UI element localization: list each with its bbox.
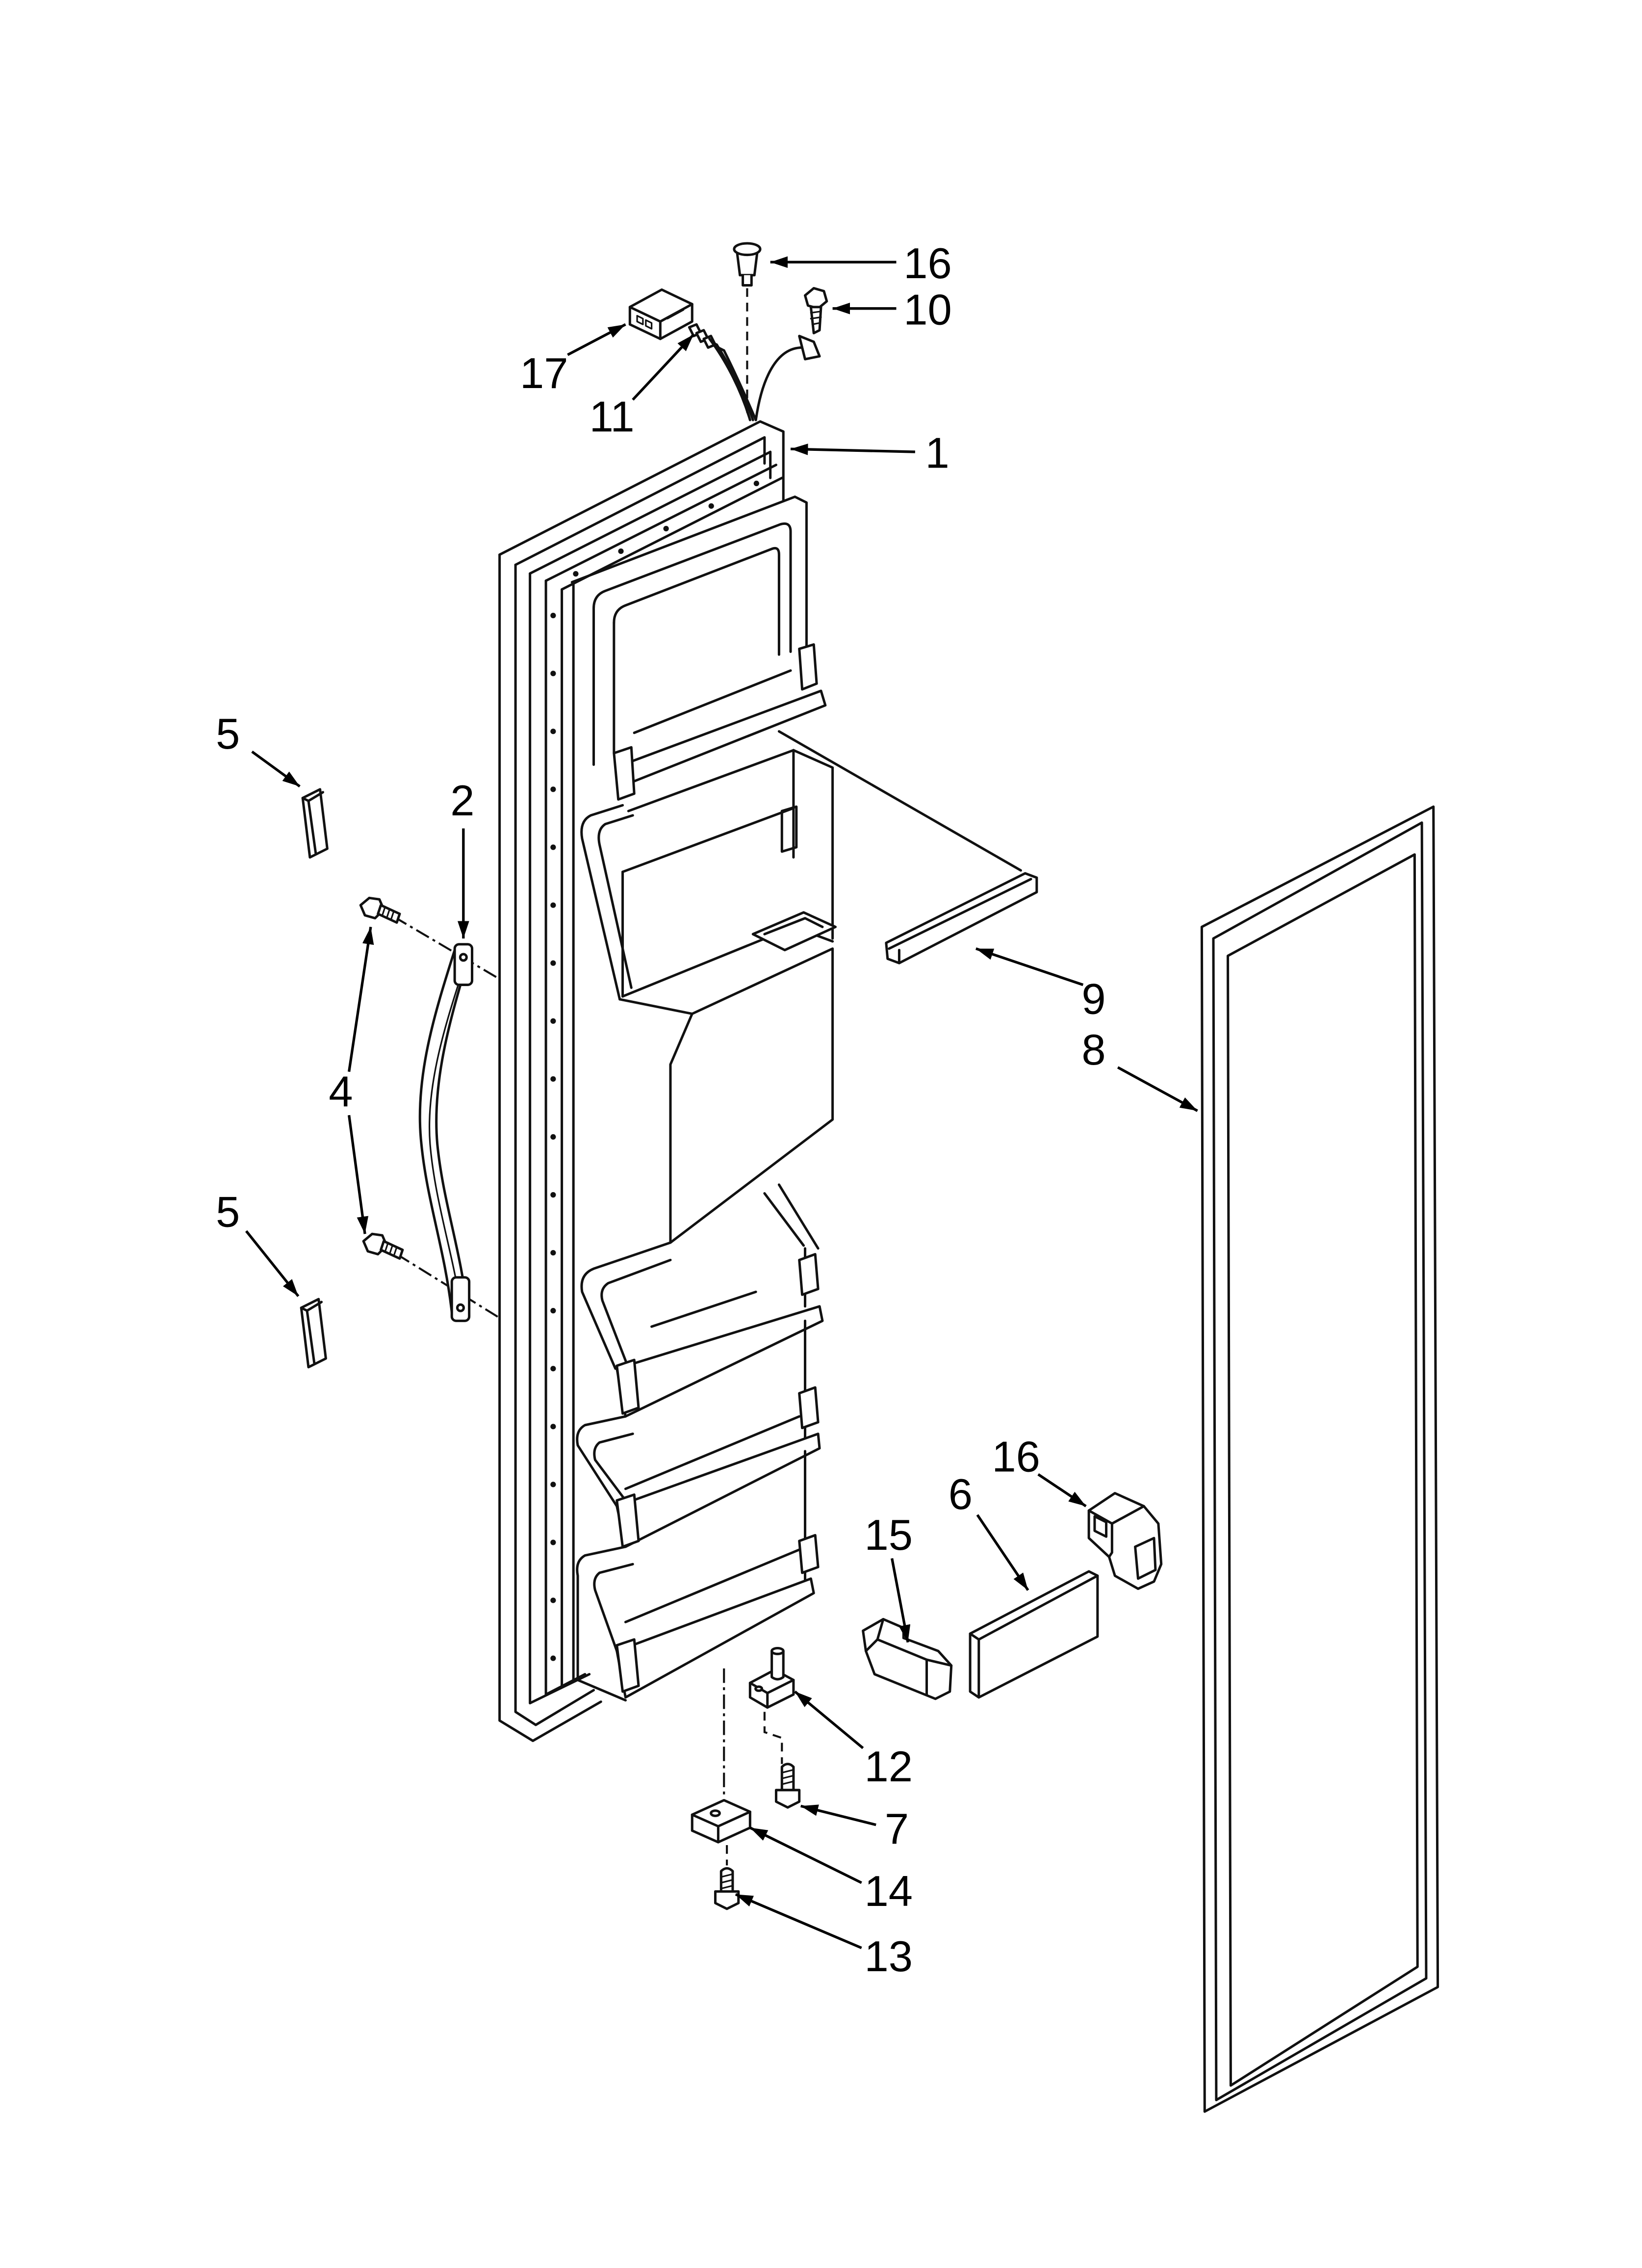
callout-16-lower: 16 — [992, 1432, 1040, 1481]
leader-arrow-5-lower — [245, 1230, 300, 1297]
callout-5-lower: 5 — [216, 1187, 240, 1236]
hinge-plate — [969, 1570, 1099, 1699]
callout-2: 2 — [450, 776, 474, 825]
leader-arrow-5-upper — [251, 750, 301, 788]
callout-10: 10 — [903, 285, 951, 334]
light-socket-plug — [733, 242, 762, 287]
screw-alignment-line-upper — [393, 915, 500, 980]
dispenser-trim-strip — [885, 872, 1038, 965]
hinge-screw — [774, 1763, 801, 1809]
leader-arrow-6 — [976, 1514, 1029, 1591]
hinge-bracket — [691, 1799, 751, 1844]
callout-17: 17 — [520, 349, 568, 397]
handle-end-cap-upper — [301, 788, 329, 859]
callout-13: 13 — [865, 1932, 913, 1981]
leader-arrow-15 — [891, 1558, 911, 1643]
callout-9: 9 — [1081, 974, 1105, 1023]
callout-7: 7 — [885, 1804, 909, 1853]
hinge-pin — [748, 1646, 795, 1709]
leader-arrow-8 — [1117, 1066, 1198, 1112]
ground-screw — [804, 287, 828, 335]
handle-screw-lower — [362, 1232, 404, 1260]
callout-1: 1 — [925, 429, 949, 477]
hinge-screw-alignment-line — [763, 1712, 783, 1764]
leader-arrow-12 — [794, 1691, 864, 1749]
hinge-cover-lower — [862, 1617, 953, 1700]
leader-arrow-16-lower — [1037, 1473, 1087, 1508]
leader-arrow-4-lower — [347, 1115, 369, 1234]
leader-arrow-17 — [567, 323, 626, 356]
leader-arrow-14 — [749, 1826, 862, 1884]
callout-labels: 16 10 17 11 1 5 2 4 5 9 8 16 6 15 12 7 1… — [216, 239, 1106, 1981]
leader-arrow-9 — [975, 947, 1084, 986]
callout-14: 14 — [865, 1867, 913, 1915]
leader-arrow-4-upper — [347, 926, 374, 1072]
handle-screw-upper — [359, 896, 401, 924]
callout-15: 15 — [865, 1511, 913, 1559]
wire-harness — [688, 323, 821, 421]
callout-16-top: 16 — [903, 239, 951, 287]
callout-8: 8 — [1081, 1025, 1105, 1074]
hinge-cover-upper — [1087, 1492, 1163, 1590]
callout-6: 6 — [949, 1470, 973, 1518]
callout-5-upper: 5 — [216, 709, 240, 758]
bracket-screw — [714, 1867, 740, 1910]
leader-arrow-7 — [800, 1804, 876, 1826]
callout-12: 12 — [865, 1742, 913, 1791]
door-gasket — [1200, 805, 1439, 2113]
trim-guide-line — [777, 730, 1022, 872]
door-handle — [418, 943, 474, 1322]
callout-11: 11 — [590, 392, 635, 441]
leader-arrow-11 — [632, 334, 695, 401]
flange-holes — [550, 480, 759, 1661]
leader-arrow-1 — [790, 443, 915, 455]
leader-arrows — [245, 256, 1198, 1950]
leader-arrow-13 — [735, 1893, 862, 1950]
door-panel — [498, 420, 837, 1742]
callout-4: 4 — [329, 1067, 353, 1116]
wire-connector — [628, 288, 693, 340]
handle-end-cap-lower — [300, 1298, 327, 1369]
